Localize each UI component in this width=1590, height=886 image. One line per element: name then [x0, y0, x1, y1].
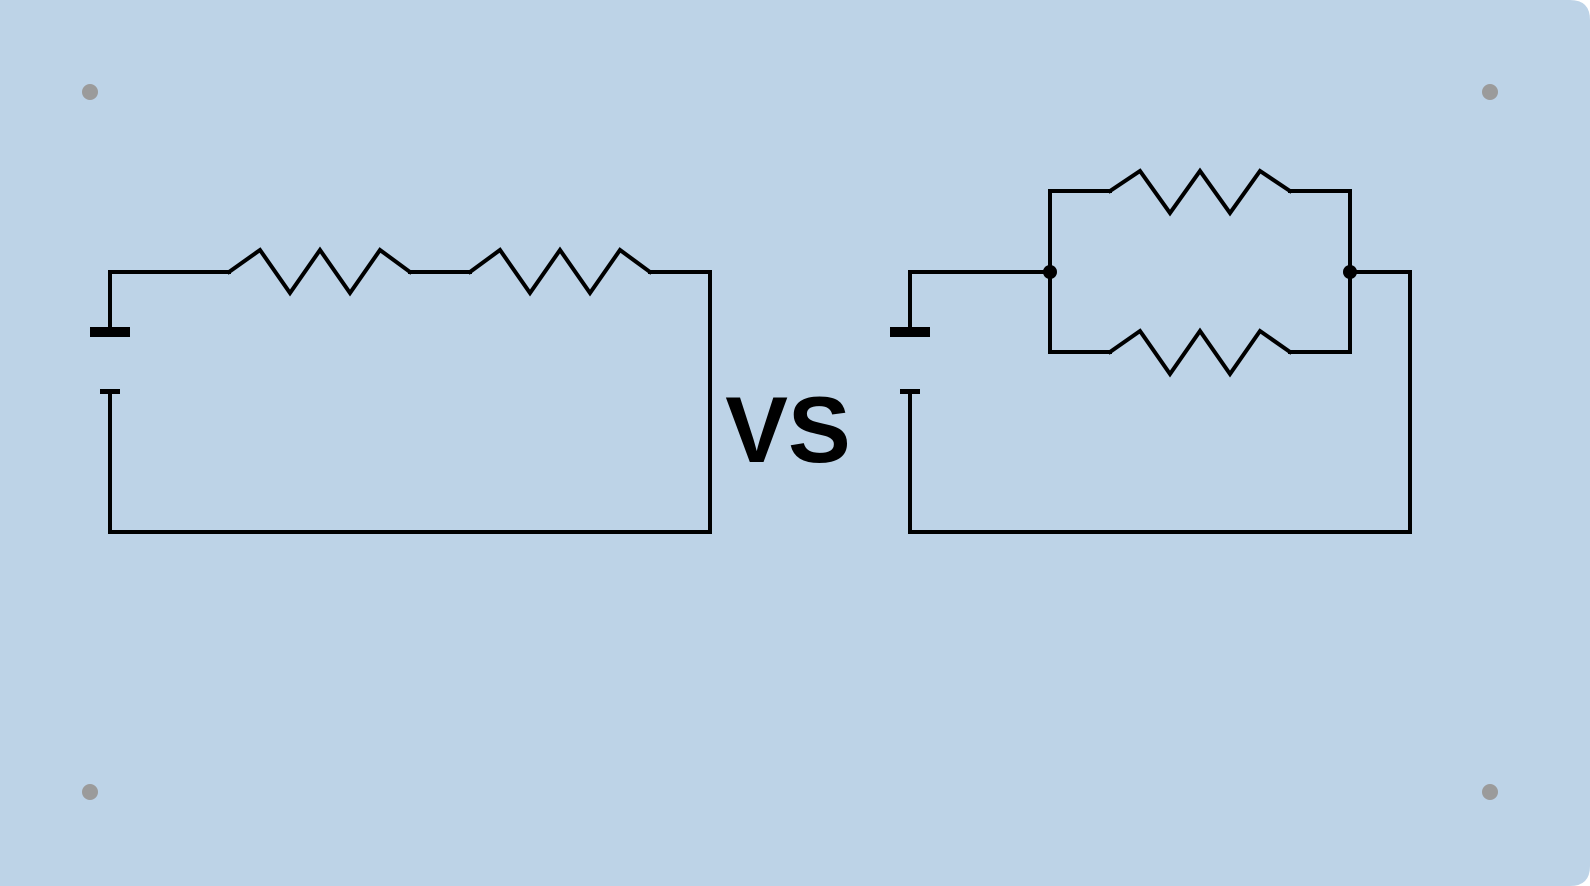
series-circuit [90, 246, 712, 534]
parallel-circuit [890, 167, 1412, 534]
mounting-hole-bottom-left [82, 784, 98, 800]
mounting-hole-top-left [82, 84, 98, 100]
junction-left-icon [1043, 265, 1057, 279]
series-battery-icon [90, 327, 130, 394]
parallel-wire-input [908, 270, 1052, 331]
mounting-holes [82, 84, 1498, 800]
battery-short-plate [100, 389, 120, 394]
series-resistor-1-icon [226, 246, 413, 297]
vs-label: VS [725, 377, 850, 482]
junction-right-icon [1343, 265, 1357, 279]
series-resistor-2-icon [467, 246, 653, 297]
parallel-battery-icon [890, 327, 930, 394]
series-wire-top-left [108, 270, 231, 331]
series-wire-right-and-bottom [108, 270, 712, 534]
parallel-resistor-bottom-icon [1107, 327, 1293, 378]
mounting-hole-top-right [1482, 84, 1498, 100]
parallel-resistor-top-icon [1107, 167, 1293, 217]
parallel-wire-return [908, 270, 1412, 534]
battery-long-plate [90, 327, 130, 337]
mounting-hole-bottom-right [1482, 784, 1498, 800]
battery-short-plate [900, 389, 920, 394]
battery-long-plate [890, 327, 930, 337]
